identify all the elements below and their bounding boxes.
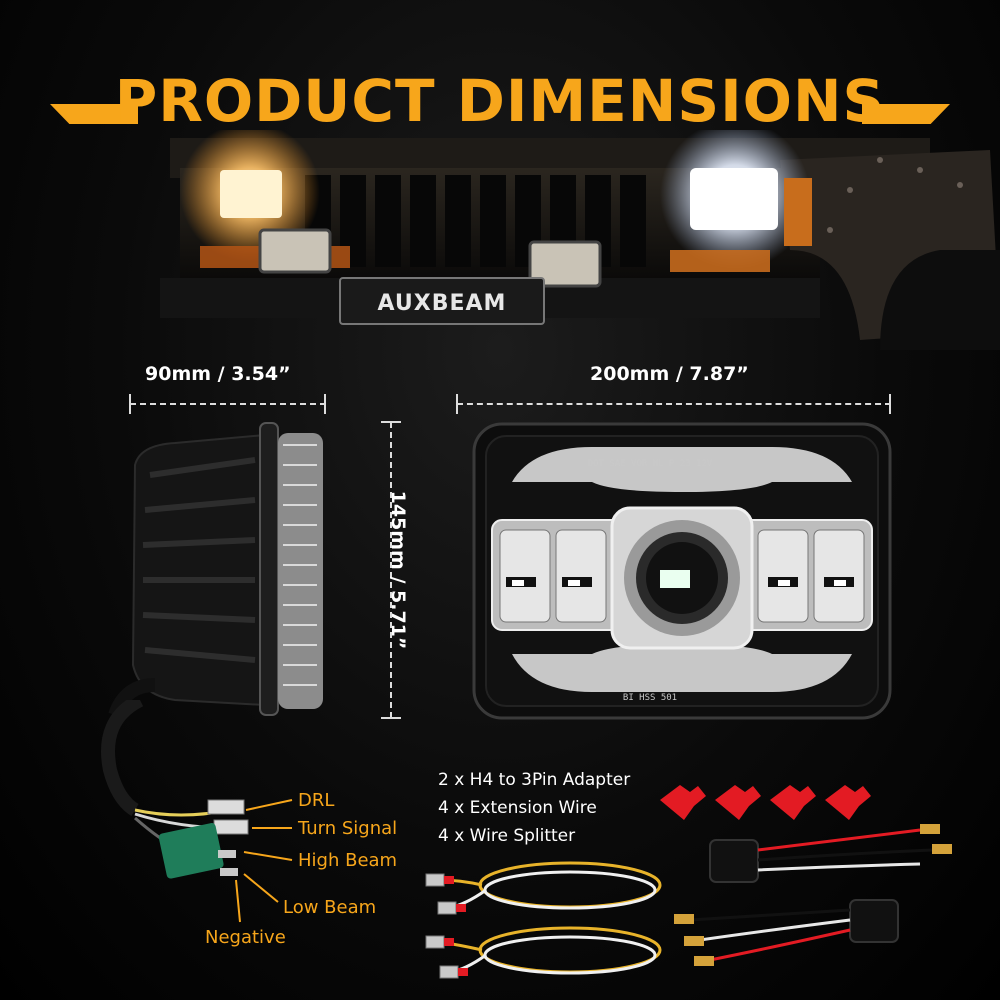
width-dimension-tick-right — [324, 394, 326, 414]
width-dimension-label: 90mm / 3.54” — [145, 363, 291, 385]
wire-label-negative: Negative — [205, 927, 286, 948]
height-dimension-tick-top — [381, 421, 401, 423]
height-dimension-tick-bottom — [381, 717, 401, 719]
height-dimension-line — [390, 422, 392, 718]
headlight-side-view — [108, 422, 323, 718]
accessory-wire-splitter: 4 x Wire Splitter — [438, 826, 576, 846]
wire-label-low-beam: Low Beam — [283, 897, 377, 918]
wire-label-high-beam: High Beam — [298, 850, 398, 871]
wire-label-drl: DRL — [298, 790, 335, 811]
title-bar-right — [862, 104, 950, 124]
wire-splitters-image — [660, 785, 871, 820]
accessory-extension-wire: 4 x Extension Wire — [438, 798, 597, 818]
h4-adapters-image — [674, 824, 952, 966]
width-dimension-tick-left — [129, 394, 131, 414]
width-dimension-line — [130, 403, 326, 405]
length-dimension-tick-right — [889, 394, 891, 414]
length-dimension-line — [457, 403, 891, 405]
lens-top-marking: DOT SAE VOR HL P 23 12V — [588, 459, 713, 469]
wire-pigtail — [101, 700, 249, 879]
vehicle-front-image: AUXBEAM — [160, 130, 1000, 350]
headlight-front-view: DOT SAE VOR HL P 23 12V BI HSS 501 — [472, 422, 892, 720]
accessory-adapter: 2 x H4 to 3Pin Adapter — [438, 770, 631, 790]
extension-wires-image — [425, 861, 662, 979]
page-title: PRODUCT DIMENSIONS — [114, 67, 886, 135]
length-dimension-tick-left — [456, 394, 458, 414]
brand-plate-text: AUXBEAM — [378, 291, 507, 316]
wire-label-turn-signal: Turn Signal — [298, 818, 398, 839]
length-dimension-label: 200mm / 7.87” — [590, 363, 749, 385]
title-bar-left — [50, 104, 138, 124]
lens-bottom-marking: BI HSS 501 — [623, 693, 677, 703]
